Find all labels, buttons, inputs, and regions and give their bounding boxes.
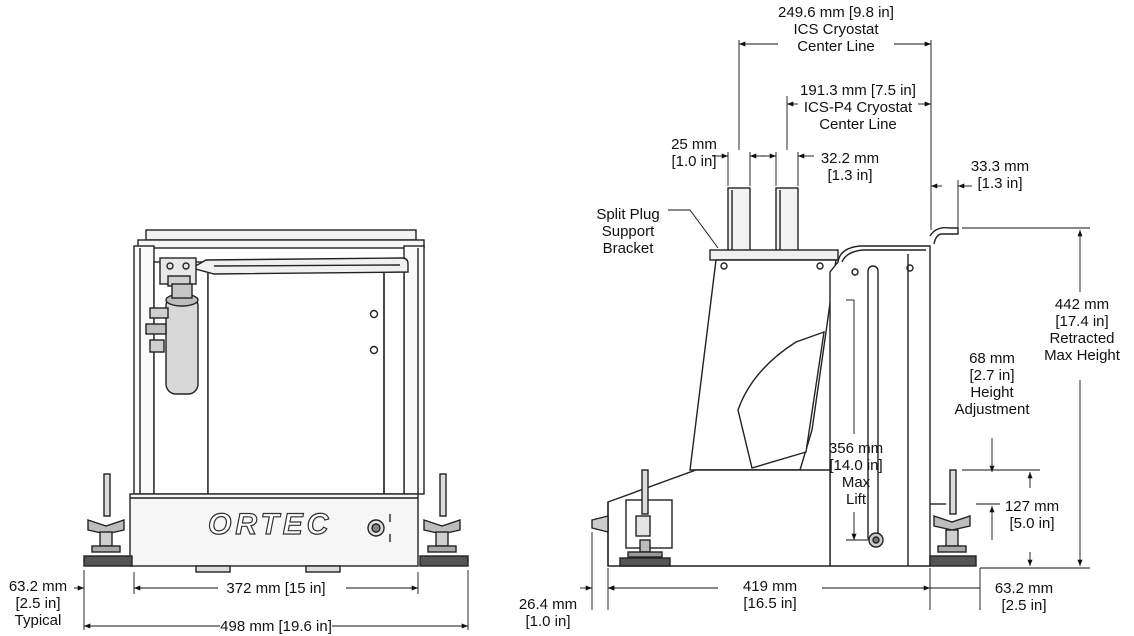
dim-right-foot-side: 63.2 mm [2.5 in] [994,580,1054,614]
ortec-logo: ORTEC [207,507,333,541]
dim-25mm: 25 mm [1.0 in] [671,136,717,170]
dim-icsp4-cryostat: 191.3 mm [7.5 in] ICS-P4 Cryostat Center… [800,82,916,133]
side-dimensions [580,40,1090,610]
dim-max-height: 442 mm [17.4 in] Retracted Max Height [1044,296,1120,364]
dim-foot-front: 63.2 mm [2.5 in] Typical [8,578,68,629]
dim-base-length: 419 mm [16.5 in] [742,578,798,612]
side-view [591,187,977,567]
dim-max-lift: 356 mm [14.0 in] Max Lift [828,440,884,508]
split-plug-label: Split Plug Support Bracket [596,206,660,257]
dim-ics-cryostat: 249.6 mm [9.8 in] ICS Cryostat Center Li… [778,4,894,55]
dim-33mm: 33.3 mm [1.3 in] [970,158,1030,192]
front-view [83,229,469,573]
dim-total-width: 498 mm [19.6 in] [220,618,332,635]
dim-32mm: 32.2 mm [1.3 in] [820,150,880,184]
dim-inner-width: 372 mm [15 in] [226,580,326,597]
dim-127mm: 127 mm [5.0 in] [1004,498,1060,532]
front-dimensions [74,570,469,630]
dim-height-adjustment: 68 mm [2.7 in] Height Adjustment [954,350,1030,418]
dim-left-foot-side: 26.4 mm [1.0 in] [518,596,578,630]
